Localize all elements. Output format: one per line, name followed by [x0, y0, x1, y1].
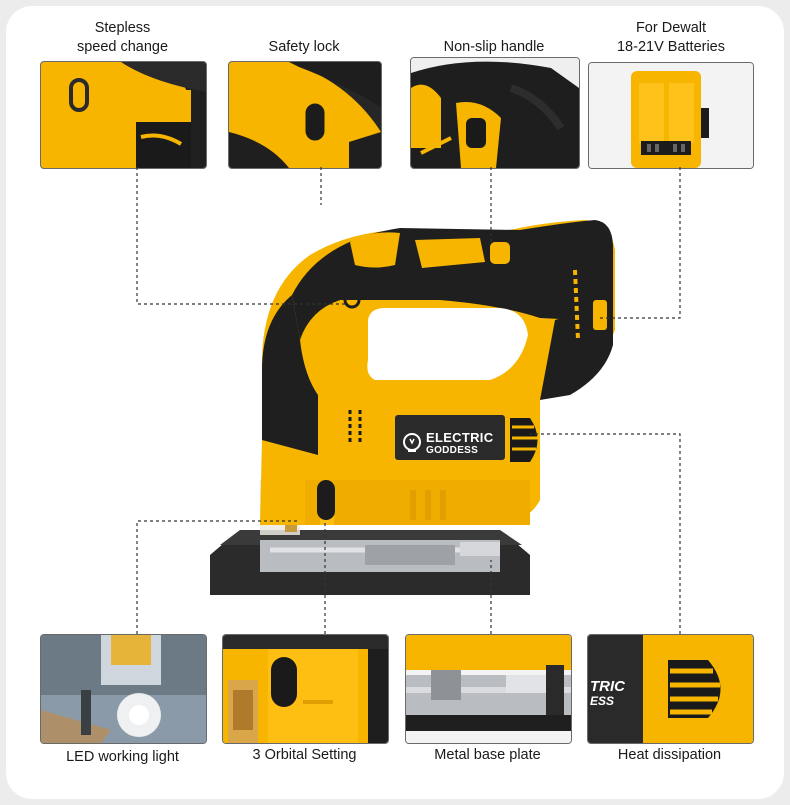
label-non-slip-handle: Non-slip handle: [443, 39, 545, 55]
brand-logo: ELECTRIC GODDESS: [398, 428, 502, 458]
photo-stepless-speed: [40, 61, 207, 169]
label-heat-dissipation: Heat dissipation: [617, 747, 722, 763]
photo-heat-dissipation: TRIC ESS: [587, 634, 754, 744]
jigsaw-image: [210, 220, 615, 595]
photo-battery-mount: [588, 62, 754, 169]
photo-metal-base: [405, 634, 572, 744]
brand-bulb-icon: [403, 433, 421, 452]
photo-orbital-setting: [222, 634, 389, 744]
photo-non-slip-handle: [410, 57, 580, 169]
brand-crop-text: TRIC ESS: [590, 678, 625, 708]
photo-led-light: [40, 634, 207, 744]
brand-line1: ELECTRIC: [426, 430, 494, 445]
label-led-light: LED working light: [66, 749, 179, 765]
label-orbital-setting: 3 Orbital Setting: [252, 747, 357, 763]
label-battery-compat: For Dewalt 18-21V Batteries: [616, 20, 725, 55]
label-safety-lock: Safety lock: [268, 39, 340, 55]
brand-line2: GODDESS: [426, 445, 479, 456]
label-metal-base: Metal base plate: [434, 747, 541, 763]
photo-safety-lock: [228, 61, 382, 169]
label-stepless-speed: Stepless speed change: [76, 20, 169, 55]
